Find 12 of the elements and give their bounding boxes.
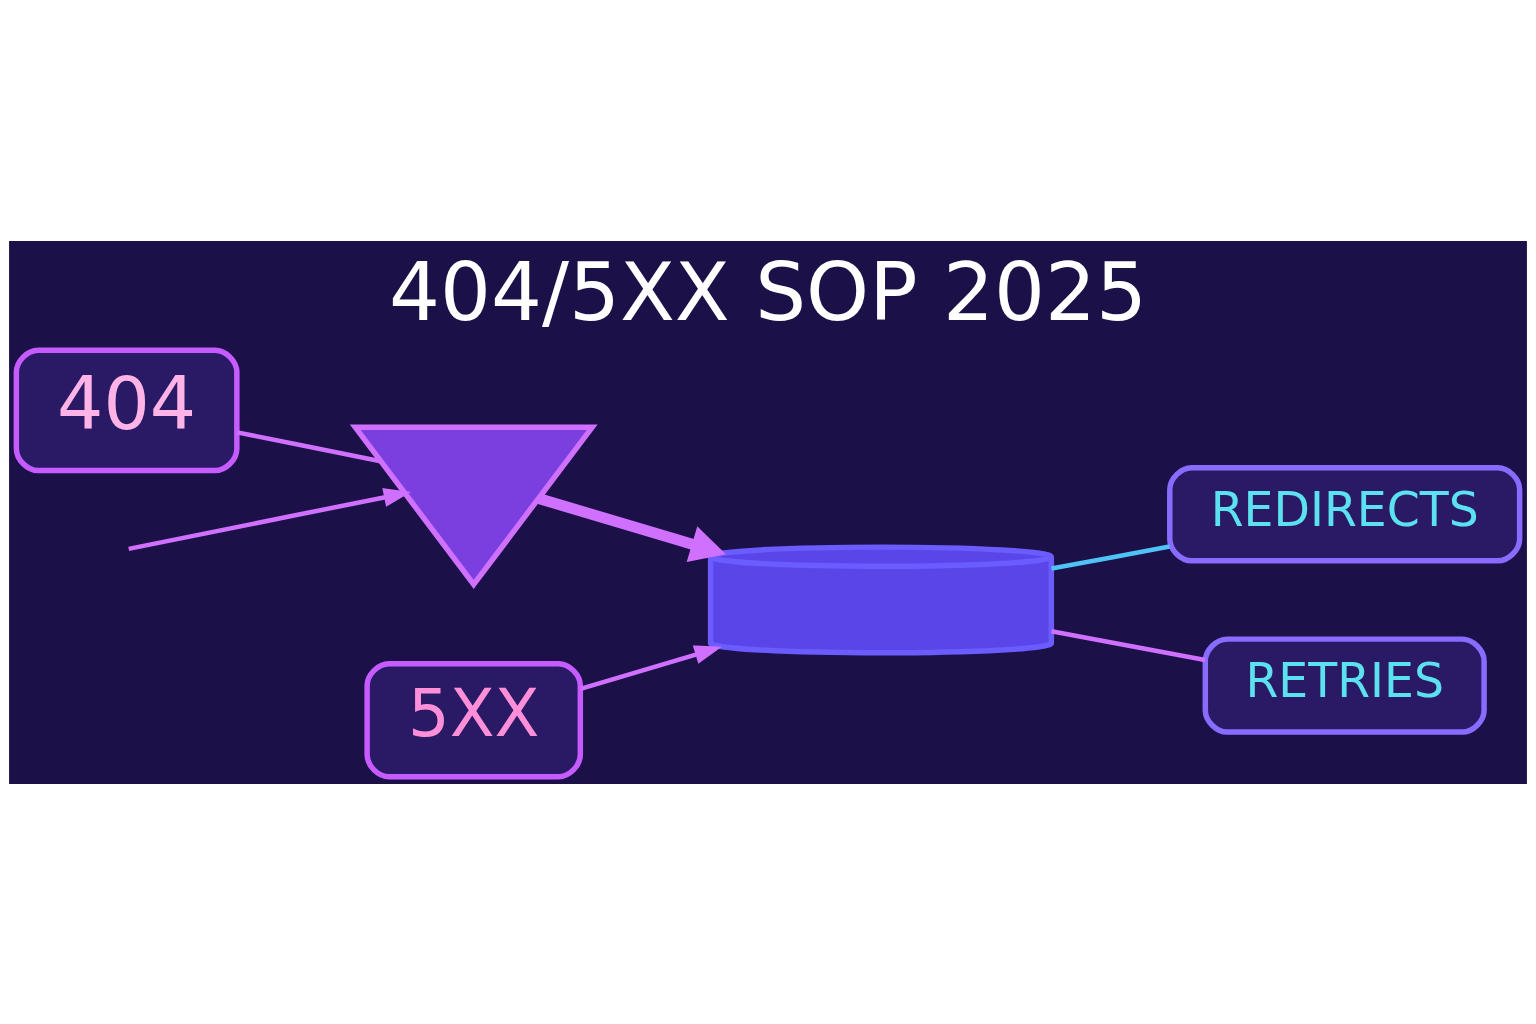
node-box: RETRIES bbox=[1202, 635, 1487, 735]
node-funnel bbox=[349, 424, 598, 589]
arrow bbox=[128, 487, 412, 551]
node-box: 5XX bbox=[364, 660, 584, 779]
arrow bbox=[579, 644, 722, 691]
connector bbox=[236, 429, 382, 464]
diagram-title: 404/5XX SOP 2025 bbox=[388, 245, 1148, 339]
connector bbox=[1051, 543, 1170, 571]
arrow bbox=[537, 492, 726, 562]
connector bbox=[1051, 628, 1206, 662]
node-box: 404 bbox=[13, 347, 240, 473]
node-box: REDIRECTS bbox=[1167, 464, 1523, 564]
